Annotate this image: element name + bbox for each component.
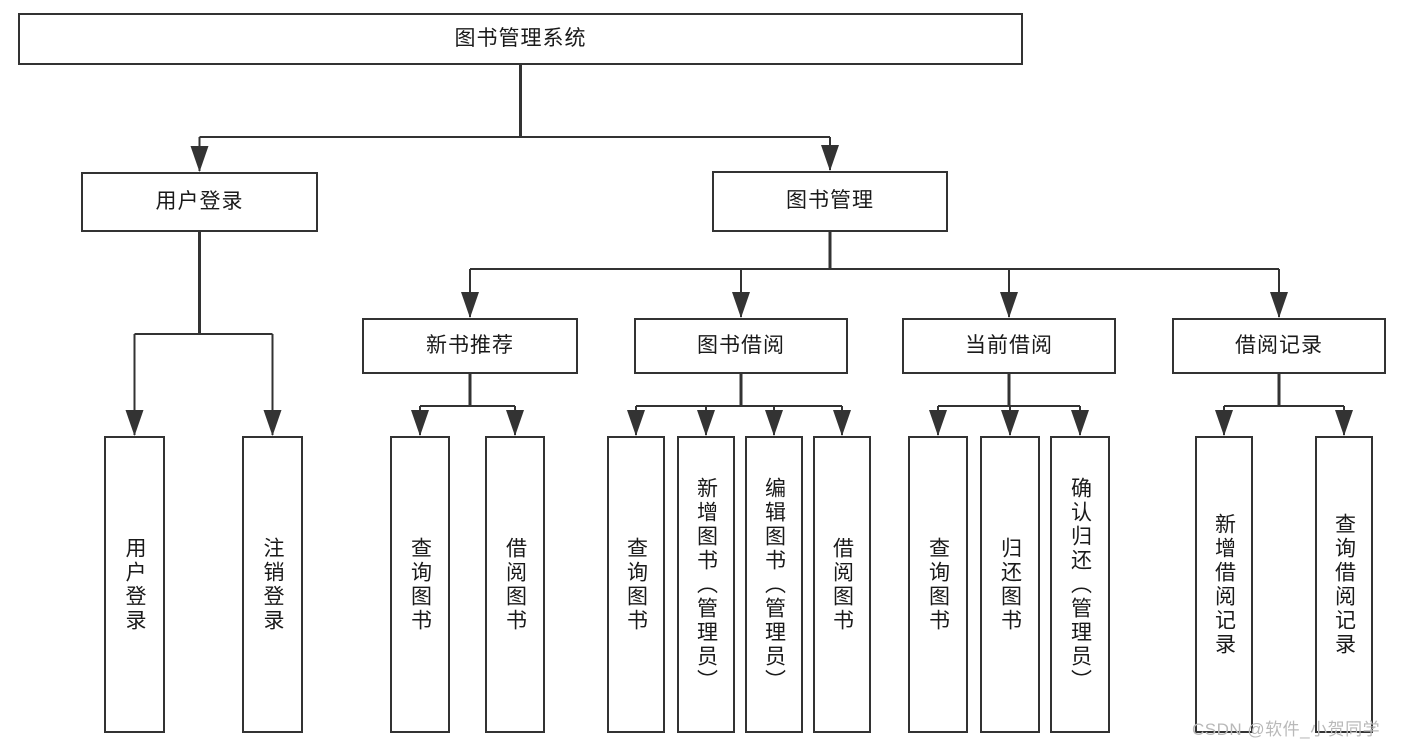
node-label: 借阅图书: [830, 536, 854, 633]
node-label: 新增图书（管理员）: [694, 476, 718, 693]
watermark-label: CSDN @软件_小贺同学: [1192, 720, 1381, 739]
node-label: 查询借阅记录: [1332, 512, 1356, 657]
node-leaf-12[interactable]: 新增借阅记录: [1195, 436, 1253, 733]
arrowhead-icon: [1001, 410, 1019, 436]
node-label: 借阅记录: [1235, 333, 1323, 357]
node-label: 当前借阅: [965, 333, 1053, 357]
arrowhead-icon: [1335, 410, 1353, 436]
node-label: 借阅图书: [503, 536, 527, 633]
node-leaf-5[interactable]: 查询图书: [607, 436, 665, 733]
node-label: 新书推荐: [426, 333, 514, 357]
arrowhead-icon: [1000, 292, 1018, 318]
node-label: 图书管理: [786, 189, 874, 213]
node-leaf-6[interactable]: 新增图书（管理员）: [677, 436, 735, 733]
node-label: 查询图书: [624, 536, 648, 633]
node-leaf-13[interactable]: 查询借阅记录: [1315, 436, 1373, 733]
arrowhead-icon: [697, 410, 715, 436]
arrowhead-icon: [929, 410, 947, 436]
arrowhead-icon: [263, 410, 282, 436]
node-leaf-4[interactable]: 借阅图书: [485, 436, 545, 733]
arrowhead-icon: [833, 410, 851, 436]
node-leaf-8[interactable]: 借阅图书: [813, 436, 871, 733]
node-label: 用户登录: [123, 536, 146, 633]
node-leaf-9[interactable]: 查询图书: [908, 436, 968, 733]
node-leaf-1[interactable]: 用户登录: [104, 436, 165, 733]
node-label: 查询图书: [408, 536, 432, 633]
node-records[interactable]: 借阅记录: [1172, 318, 1386, 374]
arrowhead-icon: [190, 146, 209, 172]
arrowhead-icon: [506, 410, 524, 436]
node-leaf-2[interactable]: 注销登录: [242, 436, 303, 733]
node-leaf-10[interactable]: 归还图书: [980, 436, 1040, 733]
node-root[interactable]: 图书管理系统: [18, 13, 1023, 65]
arrowhead-icon: [1270, 292, 1288, 318]
arrowhead-icon: [125, 410, 144, 436]
arrowhead-icon: [765, 410, 783, 436]
node-leaf-7[interactable]: 编辑图书（管理员）: [745, 436, 803, 733]
node-leaf-11[interactable]: 确认归还（管理员）: [1050, 436, 1110, 733]
arrowhead-icon: [461, 292, 479, 318]
node-label: 新增借阅记录: [1212, 512, 1236, 657]
node-label: 编辑图书（管理员）: [762, 476, 786, 693]
node-login[interactable]: 用户登录: [81, 172, 318, 232]
node-label: 归还图书: [998, 536, 1022, 633]
arrowhead-icon: [1215, 410, 1233, 436]
node-label: 查询图书: [926, 536, 950, 633]
arrowhead-icon: [411, 410, 429, 436]
node-label: 用户登录: [155, 189, 244, 213]
arrowhead-icon: [1071, 410, 1089, 436]
arrowhead-icon: [627, 410, 645, 436]
node-label: 确认归还（管理员）: [1068, 476, 1092, 693]
node-label: 图书管理系统: [454, 26, 587, 50]
node-label: 注销登录: [261, 536, 284, 633]
node-borrow[interactable]: 图书借阅: [634, 318, 848, 374]
node-bookmgmt[interactable]: 图书管理: [712, 171, 948, 232]
arrowhead-icon: [821, 145, 839, 171]
node-label: 图书借阅: [697, 333, 785, 357]
node-leaf-3[interactable]: 查询图书: [390, 436, 450, 733]
arrowhead-icon: [732, 292, 750, 318]
node-current[interactable]: 当前借阅: [902, 318, 1116, 374]
node-newbook[interactable]: 新书推荐: [362, 318, 578, 374]
